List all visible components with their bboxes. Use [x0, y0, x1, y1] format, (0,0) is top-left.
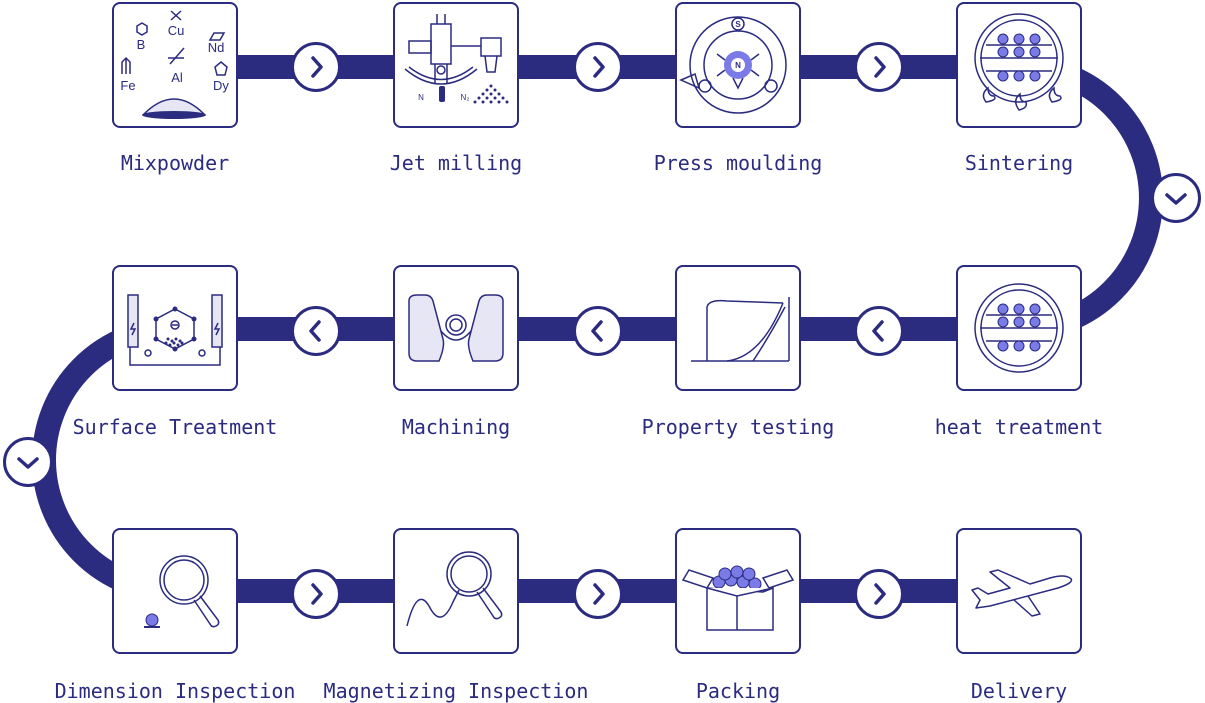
- svg-text:N₂: N₂: [461, 93, 470, 102]
- step-box-mixpowder: B Cu Nd Fe Al Dy: [112, 2, 238, 128]
- chevron-down-icon: [17, 457, 39, 469]
- step-box-dimension-inspection: [112, 528, 238, 654]
- step-box-jet-milling: N N₂: [393, 2, 519, 128]
- step-box-heat-treatment: [956, 265, 1082, 391]
- property-curve-icon: [691, 297, 790, 362]
- step-box-delivery: [956, 528, 1082, 654]
- sintering-furnace-icon: [974, 13, 1064, 111]
- connector-3-right: [854, 42, 904, 92]
- step-label-delivery: Delivery: [970, 679, 1068, 703]
- connector-11-right: [854, 569, 904, 619]
- step-label-machining: Machining: [401, 415, 511, 439]
- chevron-right-icon: [311, 56, 323, 78]
- connector-5-left: [854, 306, 904, 356]
- chevron-left-icon: [309, 320, 321, 342]
- magnetic-press-icon: S N: [679, 16, 787, 114]
- element-b: B: [137, 37, 146, 52]
- chevron-left-icon: [591, 320, 603, 342]
- step-label-magnetizing-inspection: Magnetizing Inspection: [323, 679, 589, 703]
- connector-9-right: [291, 569, 341, 619]
- chevron-right-icon: [593, 56, 605, 78]
- step-label-sintering: Sintering: [964, 151, 1074, 175]
- element-powder-icon: B Cu Nd Fe Al Dy: [120, 10, 229, 119]
- step-box-property-testing: [675, 265, 801, 391]
- airplane-icon: [971, 569, 1073, 617]
- element-cu: Cu: [168, 23, 185, 38]
- connector-2-right: [573, 42, 623, 92]
- chevron-right-icon: [311, 583, 323, 605]
- chevron-right-icon: [874, 56, 886, 78]
- svg-text:N: N: [418, 93, 424, 102]
- step-label-heat-treatment: heat treatment: [934, 415, 1104, 439]
- element-dy: Dy: [213, 78, 229, 93]
- connector-10-right: [573, 569, 623, 619]
- chevron-down-icon: [1165, 193, 1187, 205]
- step-label-mixpowder: Mixpowder: [120, 151, 230, 175]
- heat-treatment-furnace-icon: [974, 283, 1064, 373]
- machining-icon: [408, 294, 504, 362]
- connector-1-right: [291, 42, 341, 92]
- jet-mill-icon: N N₂: [404, 14, 509, 104]
- step-label-jet-milling: Jet milling: [389, 151, 523, 175]
- step-label-property-testing: Property testing: [641, 415, 835, 439]
- step-label-packing: Packing: [695, 679, 781, 703]
- packing-box-icon: [681, 565, 795, 631]
- connector-7-left: [291, 306, 341, 356]
- connector-4-down: [1151, 173, 1201, 223]
- step-label-dimension-inspection: Dimension Inspection: [54, 679, 296, 703]
- chevron-left-icon: [872, 320, 884, 342]
- step-box-surface-treatment: [112, 265, 238, 391]
- step-box-sintering: [956, 2, 1082, 128]
- element-nd: Nd: [208, 40, 225, 55]
- element-al: Al: [171, 70, 183, 85]
- element-fe: Fe: [120, 78, 135, 93]
- electroplating-icon: [127, 294, 223, 366]
- chevron-right-icon: [874, 583, 886, 605]
- svg-text:S: S: [735, 20, 741, 29]
- step-box-magnetizing-inspection: [393, 528, 519, 654]
- step-box-press-moulding: S N: [675, 2, 801, 128]
- connector-6-left: [573, 306, 623, 356]
- svg-text:N: N: [735, 61, 741, 70]
- step-box-machining: [393, 265, 519, 391]
- magnifier-dimension-icon: [144, 555, 220, 628]
- magnifier-wave-icon: [406, 551, 503, 627]
- connector-8-down: [3, 437, 53, 487]
- step-label-press-moulding: Press moulding: [653, 151, 823, 175]
- step-box-packing: [675, 528, 801, 654]
- step-label-surface-treatment: Surface Treatment: [72, 415, 278, 439]
- chevron-right-icon: [593, 583, 605, 605]
